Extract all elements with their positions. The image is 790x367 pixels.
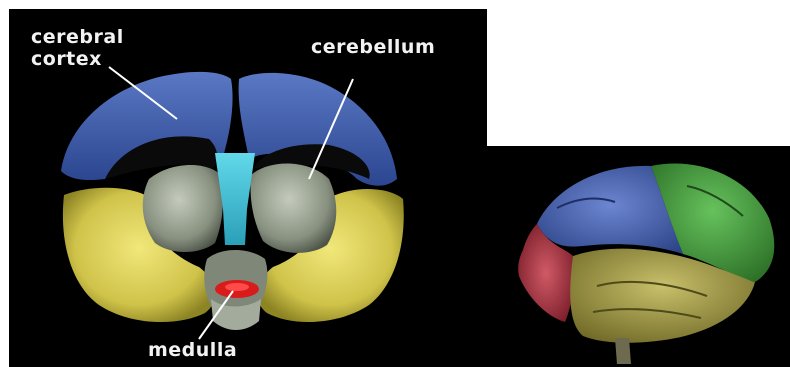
lateral-brain-panel	[487, 146, 790, 367]
label-cerebral: cerebral	[31, 27, 124, 48]
label-cortex: cortex	[31, 49, 102, 70]
cerebellum-right	[251, 163, 337, 252]
label-cerebellum: cerebellum	[311, 37, 435, 58]
coronal-brain-section-panel: cerebral cortex cerebellum medulla	[9, 9, 487, 367]
brainstem-lateral	[615, 338, 631, 364]
cerebellum-left	[143, 165, 223, 252]
label-medulla: medulla	[148, 340, 237, 361]
lateral-brain-illustration	[487, 146, 790, 367]
